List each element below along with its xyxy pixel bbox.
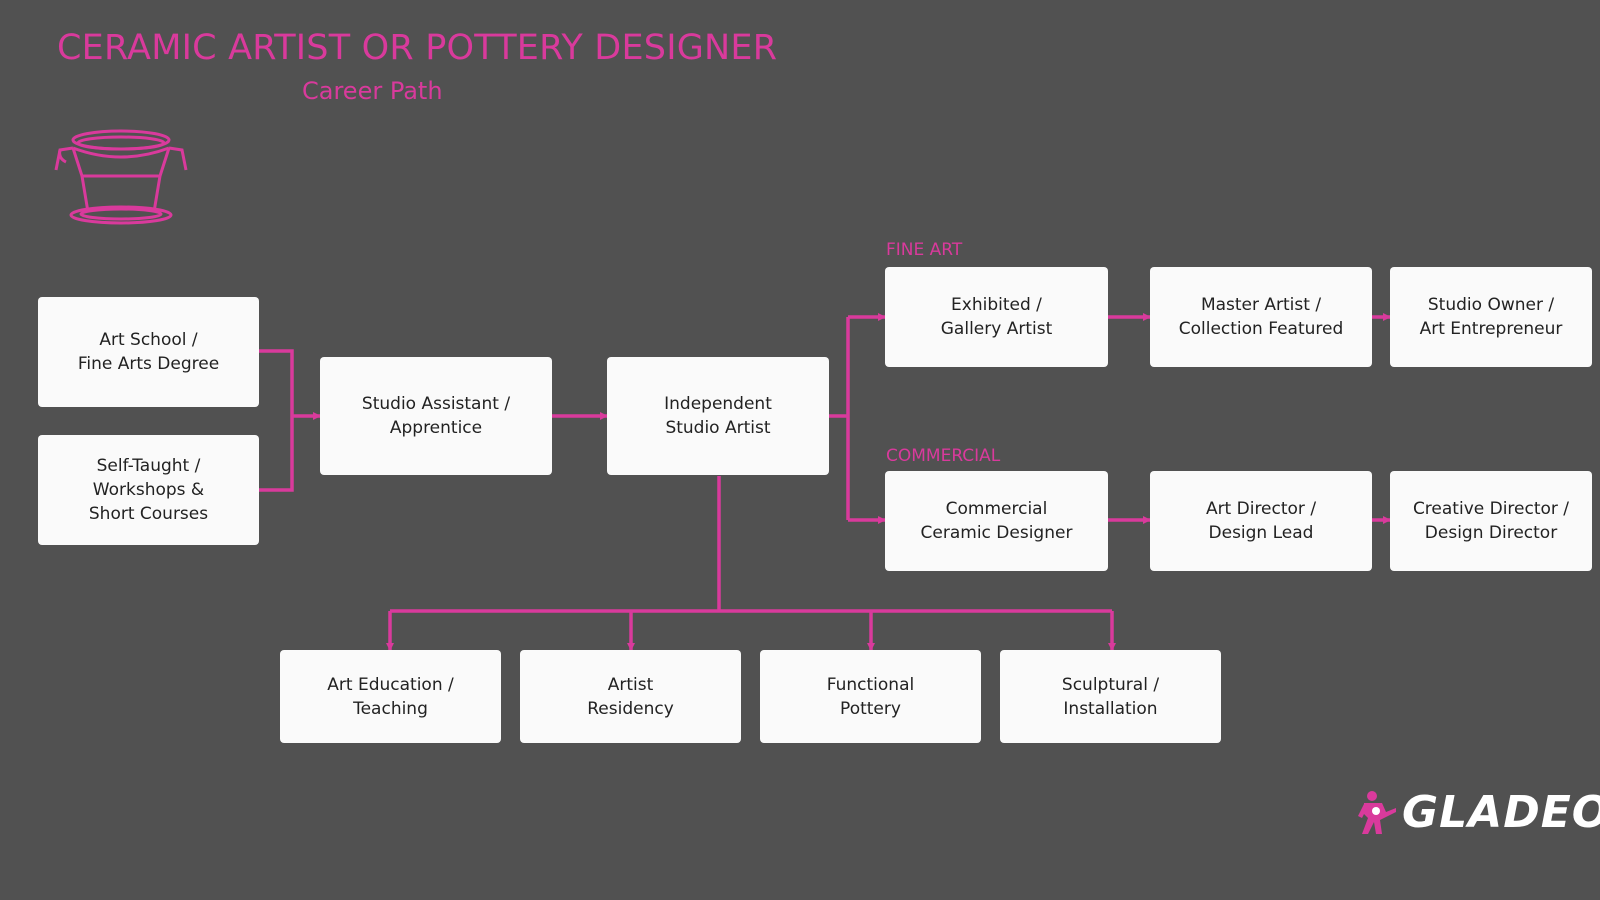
node-master-artist: Master Artist / Collection Featured [1150,267,1372,367]
node-sculptural: Sculptural / Installation [1000,650,1221,743]
node-creative-director: Creative Director / Design Director [1390,471,1592,571]
node-artist-residency: Artist Residency [520,650,741,743]
node-studio-assistant: Studio Assistant / Apprentice [320,357,552,475]
page-subtitle: Career Path [302,77,443,105]
node-art-director: Art Director / Design Lead [1150,471,1372,571]
node-art-education: Art Education / Teaching [280,650,501,743]
node-art-school: Art School / Fine Arts Degree [38,297,259,407]
logo-text: GLADEO [1402,787,1600,838]
branch-label-commercial: COMMERCIAL [886,446,1001,466]
node-exhibited-artist: Exhibited / Gallery Artist [885,267,1108,367]
branch-label-fine-art: FINE ART [886,240,963,260]
node-self-taught: Self-Taught / Workshops & Short Courses [38,435,259,545]
superhero-icon [1358,791,1396,834]
gladeo-logo: GLADEO [1358,790,1600,836]
page-title: CERAMIC ARTIST OR POTTERY DESIGNER [57,28,778,68]
node-commercial-designer: Commercial Ceramic Designer [885,471,1108,571]
node-studio-owner: Studio Owner / Art Entrepreneur [1390,267,1592,367]
pottery-bowl-icon [54,129,188,225]
node-independent-studio-artist: Independent Studio Artist [607,357,829,475]
node-functional-pottery: Functional Pottery [760,650,981,743]
